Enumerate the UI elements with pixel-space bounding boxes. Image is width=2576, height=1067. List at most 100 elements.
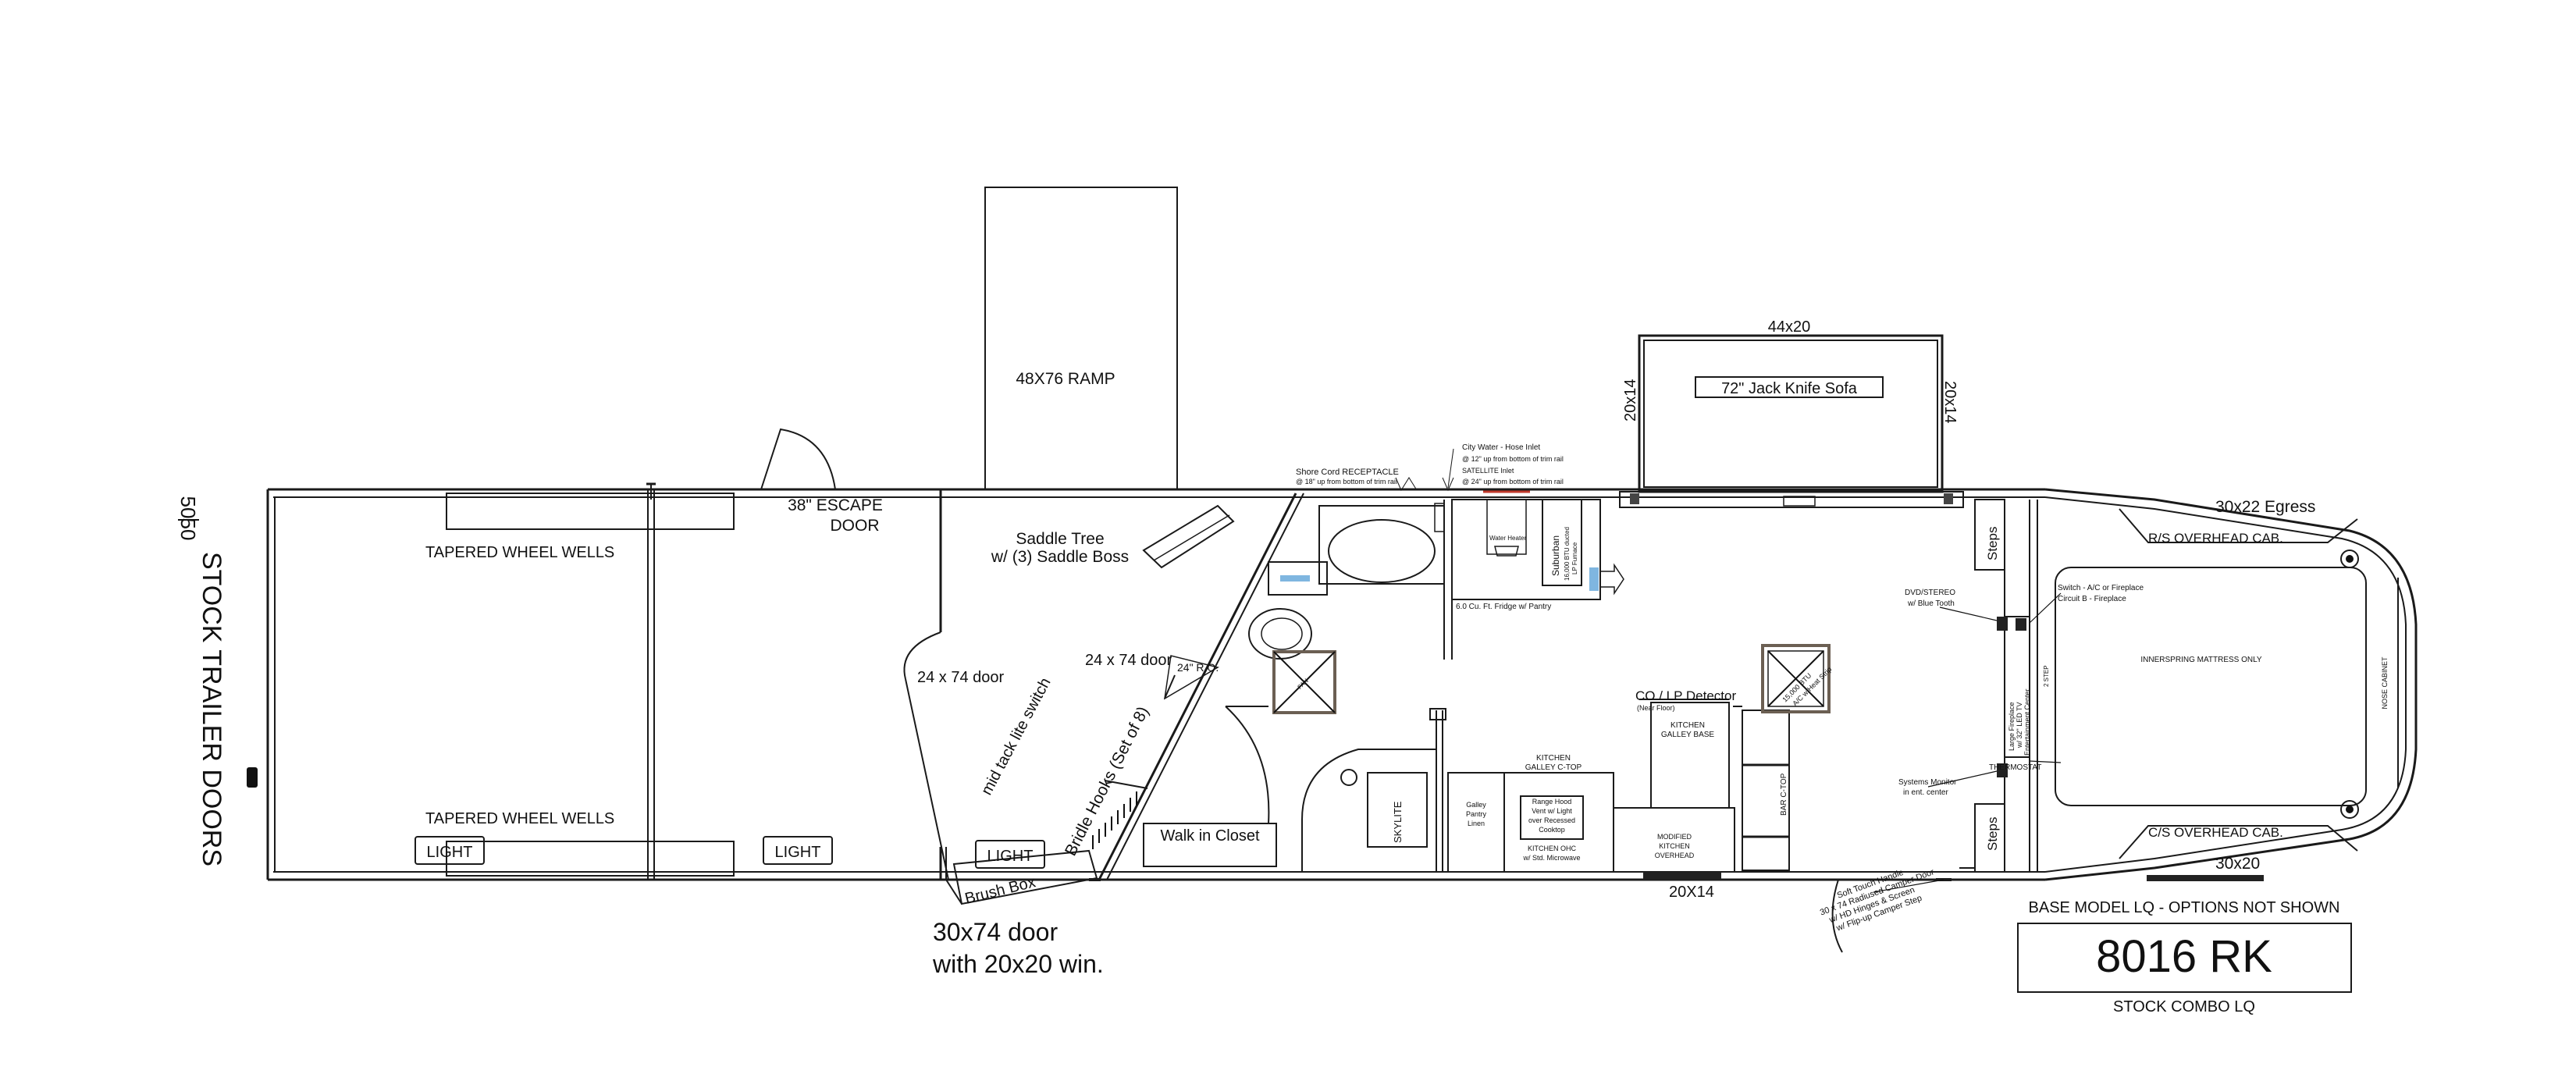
ohc-label-2: w/ Std. Microwave (1522, 854, 1580, 862)
saddle-tree (1142, 504, 1235, 569)
furnace (1542, 499, 1582, 586)
range-label-1: Range Hood (1532, 798, 1572, 806)
bar-ctop-label: BAR C-TOP (1780, 773, 1788, 816)
gooseneck (1831, 499, 2399, 953)
city-water-label-2: @ 12" up from bottom of trim rail (1462, 455, 1564, 463)
rear-split-bottom: 50 (176, 518, 200, 541)
mattress (2055, 567, 2367, 806)
escape-door-label-1: 38" ESCAPE (788, 496, 883, 514)
step-label: 2 STEP (2043, 665, 2050, 687)
steps-bottom-label: Steps (1985, 817, 2000, 851)
entry-door-label-2: with 20x20 win. (932, 950, 1104, 978)
modified-label-3: OVERHEAD (1655, 852, 1695, 859)
shower-valve (1280, 575, 1310, 582)
dvd-label-2: w/ Blue Tooth (1907, 599, 1955, 608)
switch-label-2: Circuit B - Fireplace (2058, 595, 2126, 603)
tack-room (945, 493, 1304, 905)
light-2-label: LIGHT (775, 844, 821, 861)
wheel-well-bottom-label: TAPERED WHEEL WELLS (425, 810, 614, 827)
hitch-latch (247, 767, 258, 788)
bath-vent (1272, 650, 1336, 714)
satellite-label-1: SATELLITE Inlet (1462, 467, 1514, 475)
water-heater (1486, 499, 1527, 555)
cs-overhead-cab (2119, 825, 2358, 859)
light-1-label: LIGHT (427, 844, 473, 861)
shower-enclosure (1301, 749, 1437, 873)
range-label-3: over Recessed (1528, 816, 1575, 824)
fridge-label: 6.0 Cu. Ft. Fridge w/ Pantry (1456, 603, 1551, 611)
slide-window-left-label: 20x14 (1622, 379, 1639, 422)
window-30x20-label: 30x20 (2215, 855, 2260, 873)
camper-door-swing (1831, 879, 1843, 953)
fireplace-label-2: w/ 32" LED TV (2016, 702, 2023, 749)
sofa-label: 72" Jack Knife Sofa (1721, 380, 1858, 397)
entertainment-center (2004, 616, 2030, 758)
bridle-hooks (1092, 791, 1137, 849)
city-water-label-1: City Water - Hose Inlet (1462, 443, 1540, 452)
ohc-label-1: KITCHEN OHC (1528, 845, 1577, 852)
bridle-hooks-label: Bridle Hooks (Set of 8) (1062, 704, 1152, 859)
steps-top-label: Steps (1985, 527, 2000, 560)
ac-unit (1761, 644, 1831, 713)
escape-door-label-2: DOOR (831, 517, 880, 535)
walk-in-closet (1143, 823, 1277, 867)
nose-cabinet-label: NOSE CABINET (2381, 656, 2389, 710)
escape-door-swing (760, 428, 836, 490)
text-labels: STOCK TRAILER DOORS 50 50 TAPERED WHEEL … (176, 318, 2389, 1015)
utilities (1395, 448, 1624, 660)
saddle-tree-label-1: Saddle Tree (1016, 530, 1104, 548)
switch-label-1: Switch - A/C or Fireplace (2058, 584, 2144, 592)
galley-ctop-label-1: KITCHEN (1536, 754, 1571, 763)
ramp (984, 187, 1178, 490)
ro-label: 24" R.O. (1177, 661, 1219, 674)
slide-window-right-label: 20x14 (1941, 381, 1959, 424)
model-box (2017, 923, 2352, 993)
shower-drain (1340, 769, 1357, 786)
furnace-label-2: 16,000 BTU ducted (1564, 527, 1571, 581)
walk-in-closet-label: Walk in Closet (1160, 827, 1260, 845)
leader-lines (1873, 592, 2062, 893)
window-20x14-label: 20X14 (1669, 884, 1714, 901)
slide-out (1619, 334, 1964, 508)
door-24x74-horse-label: 24 x 74 door (917, 669, 1005, 686)
cs-cab-label: C/S OVERHEAD CAB. (2148, 825, 2283, 840)
kitchen-galley-base (1650, 702, 1730, 809)
range-label-2: Vent w/ Light (1532, 807, 1572, 815)
galley-base-label-2: GALLEY BASE (1661, 731, 1715, 739)
galley-ctop-label-2: GALLEY C-TOP (1525, 763, 1582, 772)
model-subtitle: STOCK COMBO LQ (2113, 998, 2255, 1015)
rs-overhead-cab (2119, 508, 2358, 543)
thermostat-label: THERMOSTAT (1989, 763, 2041, 772)
systems-monitor (1997, 763, 2008, 777)
model-heading: BASE MODEL LQ - OPTIONS NOT SHOWN (2029, 899, 2340, 916)
modified-label-2: KITCHEN (1659, 842, 1690, 850)
saddle-tree-label-2: w/ (3) Saddle Boss (991, 548, 1129, 566)
ramp-label: 48X76 RAMP (1016, 370, 1115, 388)
ac-switch (2016, 618, 2026, 631)
galley-base-label-1: KITCHEN (1670, 721, 1705, 730)
window-20x14 (1643, 872, 1721, 880)
egress-label: 30x22 Egress (2215, 498, 2315, 516)
dvd-label-1: DVD/STEREO (1905, 589, 1955, 597)
satellite-label-2: @ 24" up from bottom of trim rail (1462, 478, 1564, 485)
light-3 (975, 840, 1045, 869)
bathroom (1248, 505, 1446, 873)
skylite (1367, 772, 1428, 848)
near-floor-label: (Near Floor) (1637, 704, 1675, 712)
shore-cord-label-1: Shore Cord RECEPTACLE (1296, 468, 1399, 477)
furnace-label-3: LP Furnace (1571, 542, 1578, 574)
water-heater-label: Water Heater (1489, 535, 1527, 542)
sink (1328, 519, 1436, 583)
pantry-label-1: Galley (1466, 801, 1486, 809)
range-hood (1520, 795, 1584, 840)
entry-door-label-1: 30x74 door (933, 918, 1058, 946)
rs-cab-label: R/S OVERHEAD CAB. (2148, 531, 2283, 546)
furnace-label-1: Suburban (1550, 535, 1561, 576)
modified-label-1: MODIFIED (1657, 833, 1692, 841)
tack-switch-label: mid tack lite switch (978, 675, 1055, 798)
fireplace-label-1: Large Fireplace (2008, 702, 2016, 751)
model-number: 8016 RK (2096, 931, 2272, 982)
monitor-label-2: in ent. center (1903, 788, 1948, 797)
pantry-label-3: Linen (1468, 820, 1485, 827)
